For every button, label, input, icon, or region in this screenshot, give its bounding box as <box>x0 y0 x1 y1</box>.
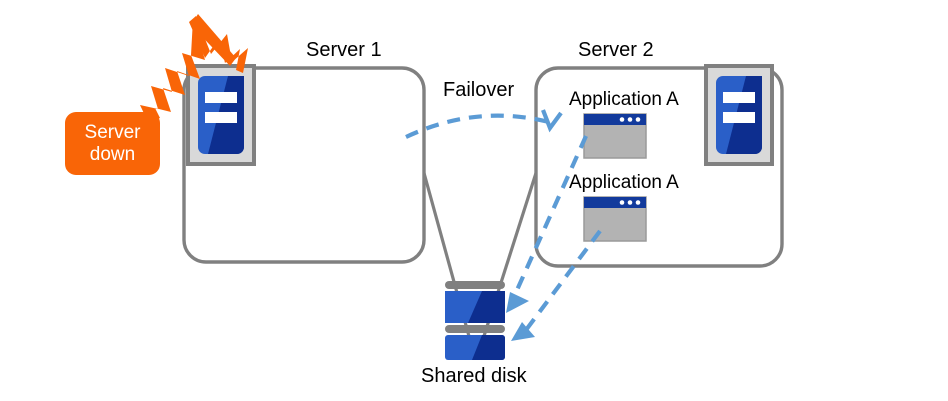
shared-disk-icon <box>445 281 505 360</box>
failover-arrow <box>405 109 563 139</box>
crash-burst-icon <box>140 14 248 122</box>
application-window-icon <box>583 196 647 242</box>
status-badge <box>65 112 160 175</box>
application-window-icon <box>583 113 647 159</box>
failover-label: Failover <box>443 79 515 101</box>
shared-disk-label: Shared disk <box>421 365 527 387</box>
app1-to-disk-arrow <box>506 135 588 313</box>
app2-to-disk-arrow <box>511 229 602 341</box>
server-icon <box>186 64 256 166</box>
application-a-label-1: Application A <box>569 89 679 110</box>
server1-label: Server 1 <box>306 39 382 61</box>
server-icon <box>704 64 774 166</box>
application-a-label-2: Application A <box>569 172 679 193</box>
server2-label: Server 2 <box>578 39 654 61</box>
